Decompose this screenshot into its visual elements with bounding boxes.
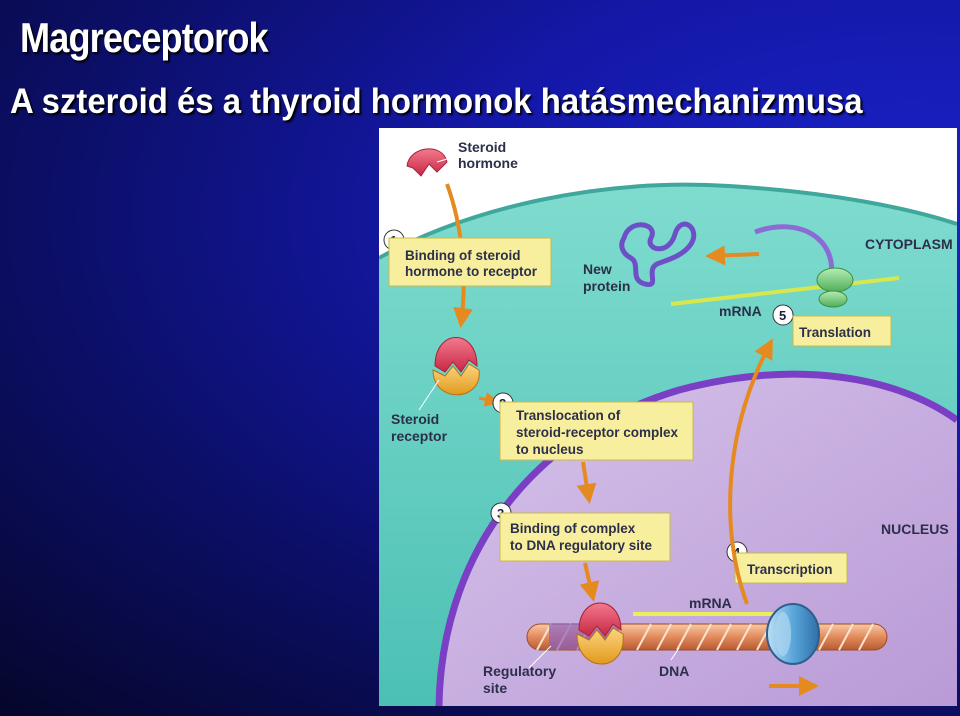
arrow-to-protein [709,254,759,256]
step-3-line-2: to DNA regulatory site [510,538,653,553]
label-steroid-hormone: Steroid [458,139,506,155]
step-4-line-1: Transcription [747,562,833,577]
label-new-protein: New [583,261,612,277]
label-nucleus: NUCLEUS [881,521,949,537]
step-2-line-1: Translocation of [516,408,621,423]
slide-subtitle: A szteroid és a thyroid hormonok hatásme… [10,82,863,122]
step-3-line-1: Binding of complex [510,521,636,536]
step-1-line-2: hormone to receptor [405,264,538,279]
label-steroid-hormone-2: hormone [458,155,518,171]
label-regulatory-site-2: site [483,680,507,696]
step-1-line-1: Binding of steroid [405,248,521,263]
step-5-number: 5 [779,308,786,323]
step-2-line-3: to nucleus [516,442,584,457]
ribosome-small-subunit [819,291,847,307]
step-2-line-2: steroid-receptor complex [516,425,679,440]
slide-title: Magreceptorok [20,14,268,62]
ribosome-large-subunit [817,268,853,292]
rna-polymerase-rim [775,612,791,656]
step-5-line-1: Translation [799,325,871,340]
label-mrna-top: mRNA [719,303,762,319]
label-new-protein-2: protein [583,278,630,294]
label-regulatory-site: Regulatory [483,663,556,679]
steroid-mechanism-figure: Steroid hormone CYTOPLASM 1 Binding of s… [379,128,957,706]
label-mrna-bottom: mRNA [689,595,732,611]
label-cytoplasm: CYTOPLASM [865,236,953,252]
label-steroid-receptor: Steroid [391,411,439,427]
steroid-hormone-shape [407,149,447,176]
rna-polymerase [767,604,819,664]
label-steroid-receptor-2: receptor [391,428,448,444]
label-dna: DNA [659,663,689,679]
